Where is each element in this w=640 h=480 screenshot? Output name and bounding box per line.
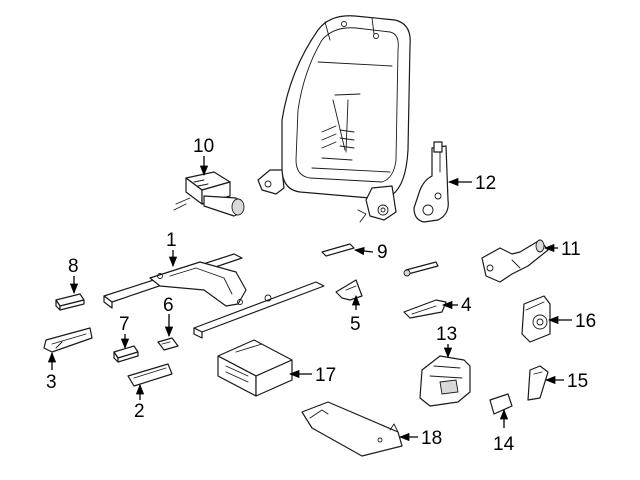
part-17-module bbox=[217, 339, 293, 397]
callout-6: 6 bbox=[163, 295, 174, 316]
part-4-handle bbox=[403, 299, 447, 319]
callout-11: 11 bbox=[561, 239, 581, 260]
callout-2: 2 bbox=[134, 401, 145, 422]
part-18-bracket bbox=[301, 401, 403, 457]
callout-13: 13 bbox=[436, 324, 457, 345]
part-1-seat-track bbox=[103, 253, 325, 339]
callout-15: 15 bbox=[567, 371, 588, 392]
part-15-cover bbox=[527, 365, 549, 401]
callout-14: 14 bbox=[493, 434, 515, 455]
part-12-recliner bbox=[413, 141, 449, 223]
seat-back-frame bbox=[257, 15, 411, 223]
leader-9 bbox=[353, 246, 374, 256]
part-3-cover bbox=[43, 327, 93, 353]
part-2-trim bbox=[127, 363, 173, 387]
part-13-switch bbox=[419, 355, 471, 407]
callout-17: 17 bbox=[315, 365, 336, 386]
part-14-cover bbox=[489, 393, 513, 415]
part-5-bracket bbox=[335, 279, 363, 301]
part-6-clip bbox=[157, 337, 179, 351]
callout-3: 3 bbox=[46, 372, 57, 393]
part-8-pad bbox=[55, 293, 85, 311]
callout-12: 12 bbox=[475, 173, 496, 194]
part-10-motor bbox=[173, 171, 245, 217]
callout-16: 16 bbox=[575, 311, 596, 332]
callout-7: 7 bbox=[119, 314, 130, 335]
leader-lines bbox=[47, 156, 572, 442]
callout-8: 8 bbox=[68, 256, 79, 277]
callout-4: 4 bbox=[461, 295, 472, 316]
part-11-motor bbox=[481, 239, 549, 283]
callout-18: 18 bbox=[421, 428, 442, 449]
callout-labels: 1 2 3 4 5 6 7 8 9 10 11 12 13 14 15 16 1… bbox=[46, 136, 596, 455]
callout-9: 9 bbox=[377, 242, 388, 263]
part-16-motor bbox=[521, 295, 551, 343]
callout-10: 10 bbox=[193, 136, 214, 157]
part-7-pad bbox=[113, 345, 139, 363]
callout-1: 1 bbox=[166, 230, 177, 251]
callout-5: 5 bbox=[350, 314, 361, 335]
